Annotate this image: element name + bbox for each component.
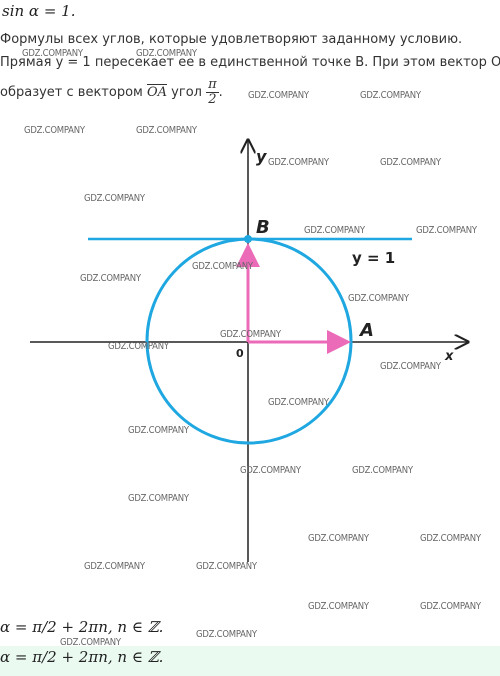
watermark: GDZ.COMPANY bbox=[352, 465, 413, 476]
point-a-label: A bbox=[358, 320, 374, 341]
watermark: GDZ.COMPANY bbox=[22, 48, 83, 59]
cut-line-text: Прямая y = 1 пересекает ее в единственно… bbox=[0, 55, 500, 70]
point-b-label: B bbox=[256, 217, 270, 238]
watermark: GDZ.COMPANY bbox=[196, 561, 257, 572]
orient-word: угол bbox=[171, 85, 202, 100]
watermark: GDZ.COMPANY bbox=[380, 361, 441, 372]
watermark: GDZ.COMPANY bbox=[248, 90, 309, 101]
watermark: GDZ.COMPANY bbox=[420, 601, 481, 612]
angle-tail: . bbox=[218, 85, 223, 100]
line-label: y = 1 bbox=[352, 249, 395, 267]
watermark: GDZ.COMPANY bbox=[348, 293, 409, 304]
watermark: GDZ.COMPANY bbox=[304, 225, 365, 236]
origin-label: 0 bbox=[236, 347, 244, 360]
watermark: GDZ.COMPANY bbox=[128, 425, 189, 436]
angle-fraction: π 2 bbox=[206, 78, 219, 107]
watermark: GDZ.COMPANY bbox=[268, 397, 329, 408]
equation-text: sin α = 1. bbox=[2, 2, 76, 20]
watermark: GDZ.COMPANY bbox=[108, 341, 169, 352]
watermark: GDZ.COMPANY bbox=[308, 533, 369, 544]
task-text: Формулы всех углов, которые удовлетворяю… bbox=[0, 32, 463, 47]
equation-line: sin α = 1. bbox=[2, 2, 75, 20]
point-b-dot bbox=[244, 235, 252, 243]
watermark: GDZ.COMPANY bbox=[136, 48, 197, 59]
cut-line: Прямая y = 1 пересекает ее в единственно… bbox=[0, 50, 500, 70]
watermark: GDZ.COMPANY bbox=[60, 637, 121, 648]
watermark: GDZ.COMPANY bbox=[308, 601, 369, 612]
axis-y-label: y bbox=[256, 147, 267, 166]
angle-denominator: 2 bbox=[208, 92, 217, 107]
watermark: GDZ.COMPANY bbox=[420, 533, 481, 544]
watermark: GDZ.COMPANY bbox=[240, 465, 301, 476]
orient-vector: OA bbox=[146, 84, 168, 100]
watermark: GDZ.COMPANY bbox=[360, 90, 421, 101]
watermark: GDZ.COMPANY bbox=[136, 125, 197, 136]
orient-line: образует с вектором OA угол π 2 . bbox=[0, 78, 223, 107]
watermark: GDZ.COMPANY bbox=[24, 125, 85, 136]
watermark: GDZ.COMPANY bbox=[84, 561, 145, 572]
watermark: GDZ.COMPANY bbox=[220, 329, 281, 340]
watermark: GDZ.COMPANY bbox=[380, 157, 441, 168]
answer-highlight-band bbox=[0, 646, 500, 676]
answer-line-1: α = π/2 + 2πn, n ∈ ℤ. bbox=[0, 618, 164, 636]
orient-prefix: образует с вектором bbox=[0, 85, 143, 100]
angle-numerator: π bbox=[206, 77, 219, 93]
watermark: GDZ.COMPANY bbox=[416, 225, 477, 236]
watermark: GDZ.COMPANY bbox=[128, 493, 189, 504]
axis-x-label: x bbox=[444, 349, 454, 364]
watermark: GDZ.COMPANY bbox=[84, 193, 145, 204]
watermark: GDZ.COMPANY bbox=[268, 157, 329, 168]
watermark: GDZ.COMPANY bbox=[196, 629, 257, 640]
watermark: GDZ.COMPANY bbox=[192, 261, 253, 272]
watermark: GDZ.COMPANY bbox=[80, 273, 141, 284]
answer-line-2: α = π/2 + 2πn, n ∈ ℤ. bbox=[0, 648, 164, 666]
